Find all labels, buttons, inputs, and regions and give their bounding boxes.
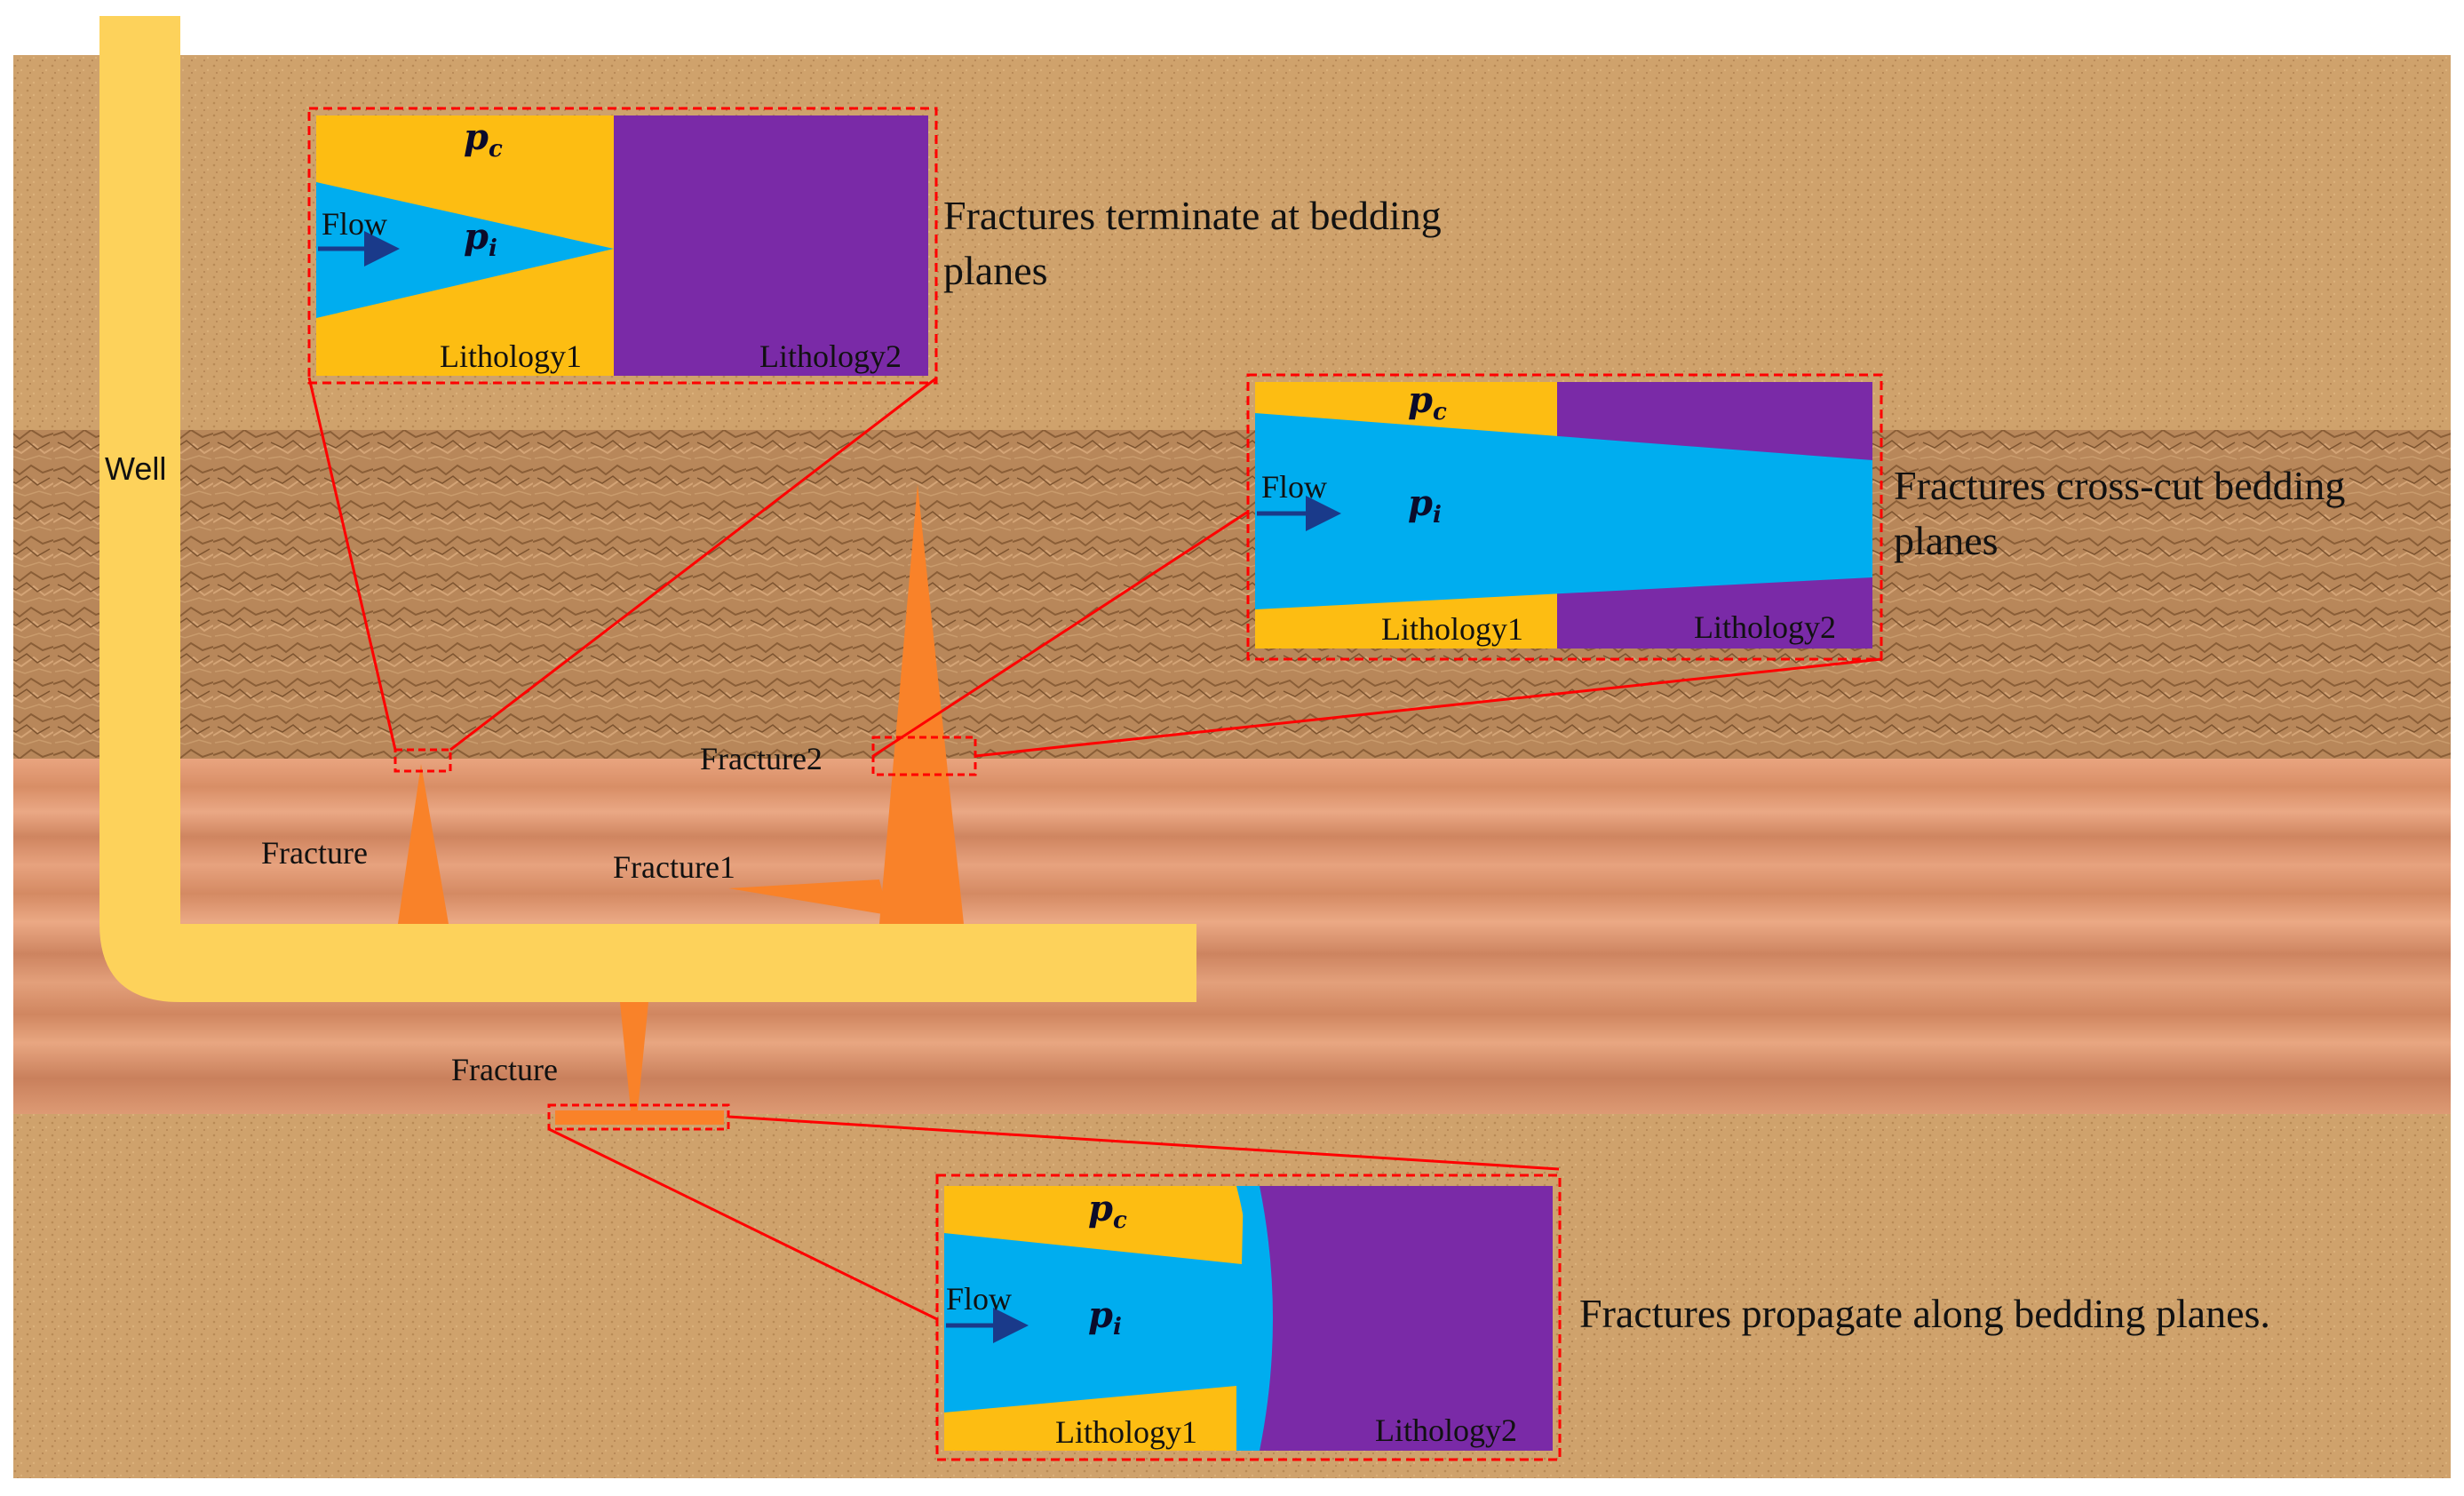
callout-crosscut: Fractures cross-cut bedding bbox=[1894, 463, 2345, 508]
lithology2-label: Lithology2 bbox=[1694, 609, 1836, 645]
fracture-left-label: Fracture bbox=[261, 835, 368, 871]
well-label: Well bbox=[105, 450, 166, 487]
connector-lines bbox=[307, 376, 1882, 1321]
callout-terminate: Fractures terminate at bedding bbox=[943, 193, 1442, 238]
fracture-bottom-label: Fracture bbox=[451, 1052, 558, 1087]
lithology1-label: Lithology1 bbox=[440, 338, 582, 374]
pc-label: pc bbox=[1088, 1188, 1127, 1234]
fracture-left bbox=[398, 764, 449, 924]
inset-crosscut: Flow pc pi Lithology1 Lithology2 bbox=[1246, 373, 1883, 661]
marker-left-tip bbox=[393, 748, 452, 773]
pc-label: pc bbox=[1408, 379, 1447, 426]
lithology1-label: Lithology1 bbox=[1381, 611, 1523, 647]
pi-label: pi bbox=[1408, 482, 1442, 529]
lithology2-label: Lithology2 bbox=[759, 338, 902, 374]
flow-label: Flow bbox=[1261, 469, 1327, 505]
lithology1-label: Lithology1 bbox=[1055, 1414, 1197, 1450]
inset-propagate: Flow pc pi Lithology1 Lithology2 bbox=[935, 1174, 1562, 1461]
callout-crosscut-line2: planes bbox=[1894, 518, 1999, 563]
callout-terminate-line2: planes bbox=[943, 248, 1048, 293]
fracture1-label: Fracture1 bbox=[613, 849, 735, 885]
flow-label: Flow bbox=[322, 206, 387, 242]
fracture2-label: Fracture2 bbox=[700, 741, 823, 776]
lithology2-label: Lithology2 bbox=[1375, 1412, 1517, 1448]
fracture2 bbox=[879, 484, 964, 924]
flow-label: Flow bbox=[946, 1281, 1012, 1317]
pc-label: pc bbox=[464, 116, 503, 163]
pi-label: pi bbox=[1088, 1294, 1122, 1341]
pi-label: pi bbox=[464, 216, 497, 262]
callout-propagate: Fractures propagate along bedding planes… bbox=[1579, 1291, 2270, 1336]
fracture1-branch bbox=[728, 879, 888, 915]
fracture-bottom-horizontal bbox=[555, 1110, 724, 1125]
inset-terminate: Flow pc pi Lithology1 Lithology2 bbox=[307, 107, 938, 385]
fracture-bottom-vertical bbox=[620, 1002, 648, 1110]
crinkled-layer bbox=[13, 430, 2451, 759]
